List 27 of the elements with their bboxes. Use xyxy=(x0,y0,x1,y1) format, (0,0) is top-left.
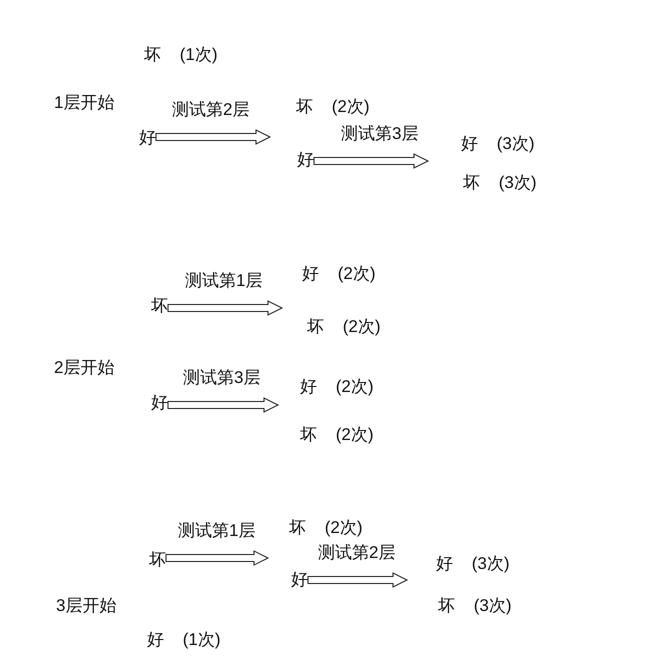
outcome-text: 坏 (2次) xyxy=(307,316,380,338)
outcome-text: 好 (1次) xyxy=(147,629,220,651)
outcome-text: 坏 xyxy=(149,549,166,571)
outcome-text: 好 xyxy=(291,569,308,591)
outcome-text: 坏 xyxy=(151,295,168,317)
outcome-text: 好 (2次) xyxy=(302,263,376,285)
outcome-text: 3层开始 xyxy=(56,595,116,617)
outcome-text: 坏 (2次) xyxy=(296,96,370,118)
outcome-text: 2层开始 xyxy=(54,357,114,379)
outcome-text: 坏 (2次) xyxy=(300,424,374,446)
hollow-arrow xyxy=(156,129,272,145)
hollow-arrow xyxy=(314,153,430,169)
outcome-text: 好 (2次) xyxy=(300,376,374,398)
hollow-arrow xyxy=(308,572,408,588)
outcome-text: 1层开始 xyxy=(54,92,114,114)
outcome-text: 好 xyxy=(297,149,314,171)
outcome-text: 坏 (2次) xyxy=(289,517,362,539)
outcome-text: 好 xyxy=(151,392,168,414)
outcome-text: 坏 (3次) xyxy=(463,172,536,194)
hollow-arrow xyxy=(168,300,284,316)
hollow-arrow xyxy=(168,397,280,413)
outcome-text: 好 xyxy=(139,127,156,149)
hollow-arrow xyxy=(166,550,270,566)
outcome-text: 好 (3次) xyxy=(436,553,510,575)
outcome-text: 坏 (1次) xyxy=(144,44,218,66)
outcome-text: 坏 (3次) xyxy=(438,595,512,617)
outcome-text: 好 (3次) xyxy=(461,133,534,155)
